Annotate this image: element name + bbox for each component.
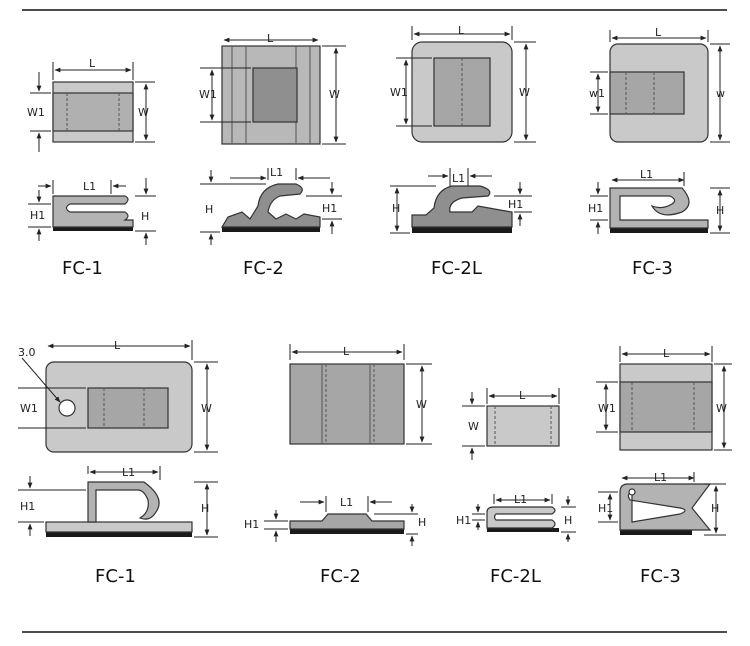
r2c3-side-view [472,494,576,542]
r2c3-model: FC-2L [490,566,541,587]
r1c1-model: FC-1 [62,258,103,279]
r1c4-top-view [590,30,730,143]
r1c3-side-view [390,168,532,234]
r1c1-label-L1: L1 [83,180,96,193]
r1c1-label-W: W [138,106,149,119]
r2c1-label-H1: H1 [20,500,35,513]
r1c3-label-W: W [519,86,530,99]
r2c2-label-L1: L1 [340,496,353,509]
r2c1-top-view [18,340,218,453]
r1c2-label-W1: W1 [199,88,217,101]
r1c4-label-L: L [655,26,662,39]
r1c1-top-view [30,62,155,152]
r1c2-label-H1: H1 [322,202,337,215]
r2c3-label-W: W [468,420,479,433]
r2c2-top-view [289,344,432,445]
r2c1-model: FC-1 [95,566,136,587]
r1c3-label-H: H [392,202,400,215]
r2c3-label-H: H [564,514,572,527]
r1c1-label-W1: W1 [27,106,45,119]
r1c2-model: FC-2 [243,258,284,279]
r2c4-model: FC-3 [640,566,681,587]
r2c2-label-H: H [418,516,426,529]
r1c2-label-W: W [329,88,340,101]
r2c2-label-H1: H1 [244,518,259,531]
r1c2-label-H: H [205,203,213,216]
r1c3-label-H1: H1 [508,198,523,211]
r2c2-label-W: W [416,398,427,411]
r1c4-label-H: H [716,204,724,217]
r2c2-model: FC-2 [320,566,361,587]
r1c4-label-w: w [716,87,725,100]
r2c1-label-H: H [201,502,209,515]
r2c3-label-L1: L1 [514,493,527,506]
r2c4-label-W: W [716,402,727,415]
r2c3-top-view [462,388,560,460]
r2c4-label-H: H [711,502,719,515]
r2c2-side-view [264,496,418,546]
r2c4-label-L1: L1 [654,471,667,484]
r1c4-label-w1: w1 [589,87,605,100]
r1c3-label-W1: W1 [390,86,408,99]
r2c4-label-H1: H1 [598,502,613,515]
r1c2-top-view [200,37,346,145]
r1c1-label-L: L [89,57,96,70]
r2c1-label-L: L [114,339,121,352]
r1c3-label-L1: L1 [452,172,465,185]
r1c4-model: FC-3 [632,258,673,279]
r1c1-label-H1: H1 [30,209,45,222]
r1c2-label-L1: L1 [270,166,283,179]
r1c3-label-L: L [458,24,465,37]
r1c1-label-H: H [141,210,149,223]
r2c1-label-L1: L1 [122,466,135,479]
r2c1-label-hole: 3.0 [18,346,36,359]
r1c3-top-view [396,26,536,143]
r2c4-top-view [596,346,732,451]
r2c1-label-W1: W1 [20,402,38,415]
r1c4-label-L1: L1 [640,168,653,181]
r2c4-side-view [598,472,726,536]
r2c1-label-W: W [201,402,212,415]
r1c2-side-view [200,168,342,245]
r2c2-label-L: L [343,345,350,358]
r2c4-label-L: L [663,347,670,360]
r2c4-label-W1: W1 [598,402,616,415]
r2c3-label-L: L [519,389,526,402]
r1c3-model: FC-2L [431,258,482,279]
r1c2-label-L: L [267,32,274,45]
r1c1-side-view [28,178,156,245]
r1c4-side-view [590,172,730,234]
r2c1-side-view [18,466,218,538]
r2c3-label-H1: H1 [456,514,471,527]
r1c4-label-H1: H1 [588,202,603,215]
